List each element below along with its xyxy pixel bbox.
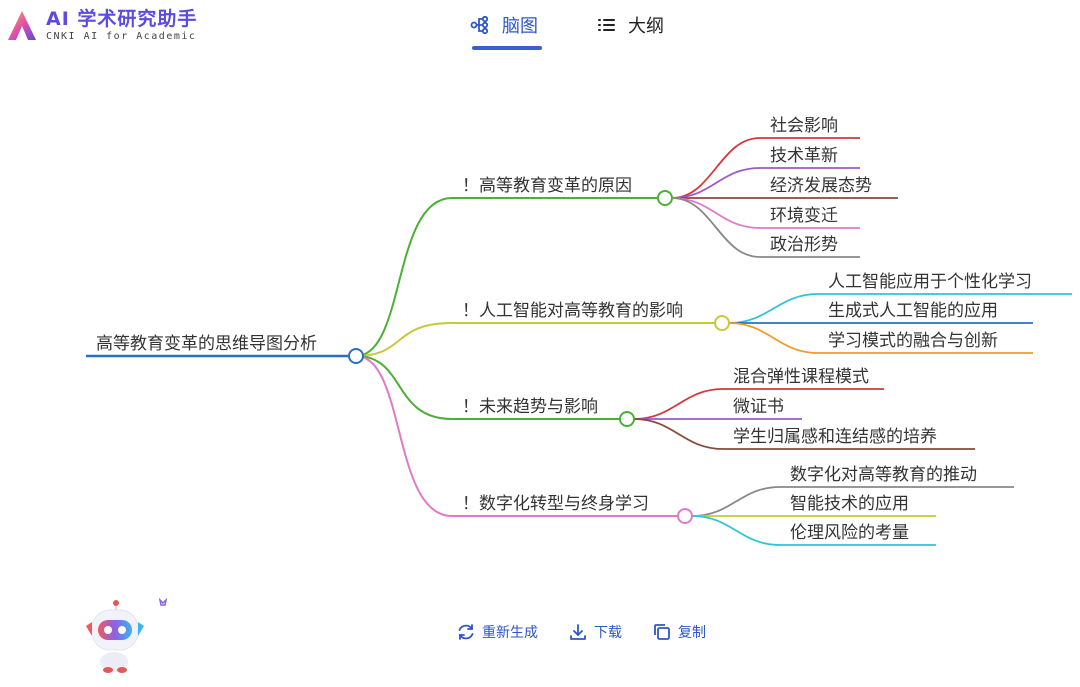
- copy-label: 复制: [678, 625, 706, 641]
- action-bar: 重新生成 下载 复制: [456, 622, 706, 642]
- branch-toggle-icon[interactable]: [619, 411, 635, 427]
- leaf-node[interactable]: 技术革新: [770, 146, 838, 166]
- copy-icon: [654, 624, 670, 640]
- tab-outline[interactable]: 大纲: [596, 12, 664, 48]
- leaf-connector: [633, 388, 724, 420]
- leaf-node[interactable]: 伦理风险的考量: [790, 523, 909, 543]
- leaf-connector: [633, 418, 724, 450]
- leaf-node[interactable]: 学生归属感和连结感的培养: [733, 427, 937, 447]
- branch-connector: [355, 322, 453, 357]
- leaf-node[interactable]: 学习模式的融合与创新: [828, 331, 998, 351]
- brand-title: AI 学术研究助手: [46, 8, 198, 30]
- tab-outline-label: 大纲: [628, 16, 664, 37]
- brand-logo-icon: [8, 11, 36, 40]
- list-icon: [598, 19, 615, 31]
- leaf-node[interactable]: 数字化对高等教育的推动: [790, 465, 977, 485]
- regenerate-button[interactable]: 重新生成: [456, 622, 538, 642]
- leaf-connector: [671, 167, 761, 199]
- download-button[interactable]: 下载: [568, 622, 622, 642]
- leaf-node[interactable]: 微证书: [733, 397, 784, 417]
- robot-assistant-icon[interactable]: [78, 596, 174, 674]
- brand-subtitle: CNKI AI for Academic: [46, 31, 197, 42]
- leaf-node[interactable]: 生成式人工智能的应用: [828, 301, 998, 321]
- leaf-node[interactable]: 环境变迁: [770, 206, 838, 226]
- leaf-node[interactable]: 经济发展态势: [770, 176, 872, 196]
- view-tabs: 脑图 大纲: [470, 12, 664, 50]
- branch-node[interactable]: ！人工智能对高等教育的影响: [462, 301, 683, 321]
- leaf-node[interactable]: 智能技术的应用: [790, 494, 909, 514]
- brand: AI 学术研究助手 CNKI AI for Academic: [6, 8, 197, 44]
- branch-toggle-icon[interactable]: [677, 508, 693, 524]
- leaf-connector: [691, 486, 781, 517]
- branch-connector: [355, 355, 453, 420]
- root-node[interactable]: 高等教育变革的思维导图分析: [96, 334, 317, 354]
- leaf-connector: [671, 137, 761, 199]
- leaf-connector: [671, 197, 761, 229]
- branch-node[interactable]: ！高等教育变革的原因: [462, 176, 632, 196]
- copy-button[interactable]: 复制: [652, 622, 706, 642]
- regenerate-label: 重新生成: [482, 625, 538, 641]
- refresh-icon: [458, 624, 474, 640]
- leaf-connector: [691, 515, 781, 546]
- branch-node[interactable]: ！未来趋势与影响: [462, 397, 598, 417]
- download-icon: [570, 624, 586, 640]
- branch-connector: [355, 197, 453, 357]
- branch-connector: [355, 355, 453, 517]
- mindmap-icon: [470, 15, 489, 35]
- tab-mindmap[interactable]: 脑图: [470, 12, 542, 50]
- leaf-node[interactable]: 混合弹性课程模式: [733, 367, 869, 387]
- branch-toggle-icon[interactable]: [714, 315, 730, 331]
- branch-toggle-icon[interactable]: [657, 190, 673, 206]
- leaf-node[interactable]: 社会影响: [770, 116, 838, 136]
- download-label: 下载: [594, 625, 622, 641]
- branch-node[interactable]: ！数字化转型与终身学习: [462, 494, 649, 514]
- leaf-connector: [728, 293, 819, 324]
- leaf-node[interactable]: 人工智能应用于个性化学习: [828, 272, 1032, 292]
- tab-mindmap-label: 脑图: [502, 16, 538, 37]
- leaf-node[interactable]: 政治形势: [770, 235, 838, 255]
- leaf-connector: [671, 197, 761, 258]
- leaf-connector: [728, 322, 819, 354]
- root-toggle-icon[interactable]: [348, 348, 364, 364]
